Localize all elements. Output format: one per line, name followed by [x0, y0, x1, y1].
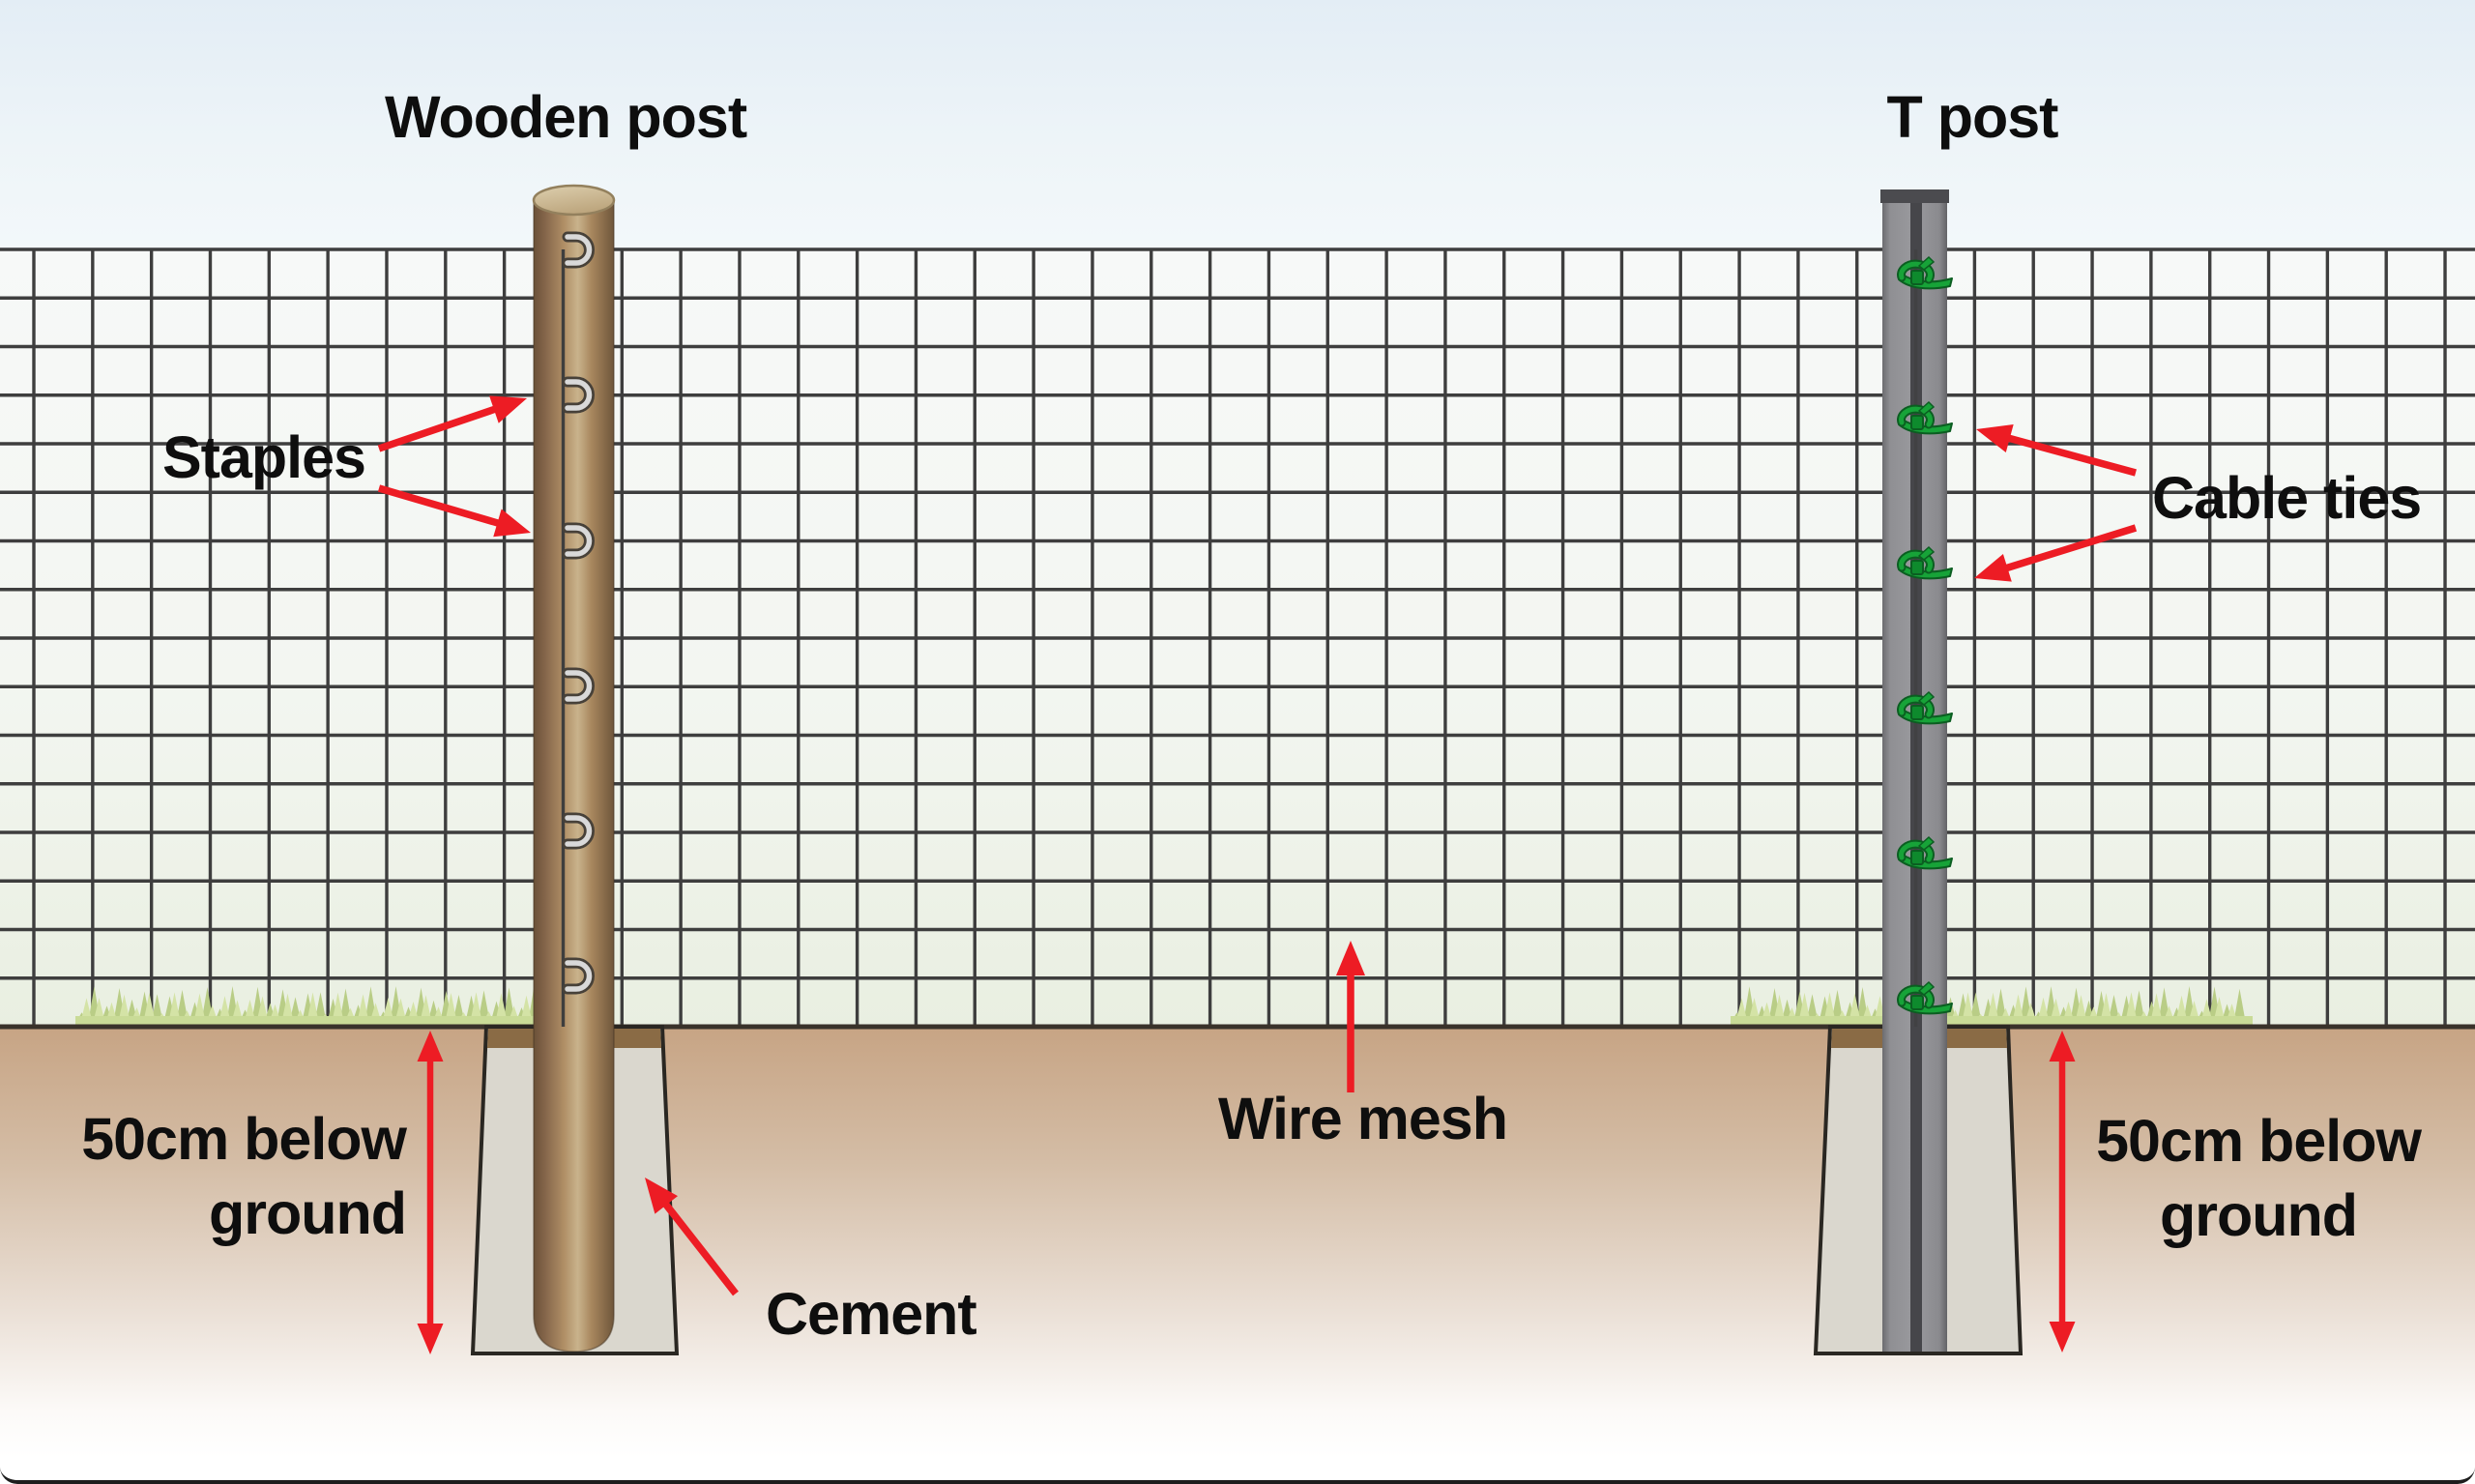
staple-metal — [565, 525, 593, 557]
cable-tie-tail — [1917, 545, 1936, 561]
depth-label-left-line2: ground — [208, 1180, 407, 1246]
cable-tie-buckle — [1910, 850, 1924, 865]
arrowhead — [1974, 553, 2012, 582]
cable-tie-tail — [1917, 400, 1936, 416]
t-post-top-cap — [1880, 189, 1949, 203]
cable-tie-tail — [1917, 255, 1936, 271]
cable-tie-icon — [1897, 835, 1953, 870]
staples-label: Staples — [162, 424, 366, 490]
grass-tuft — [1731, 986, 2253, 1027]
staple-metal — [565, 815, 593, 847]
cable-tie-tail — [1917, 835, 1936, 851]
cable-tie-buckle — [1910, 995, 1924, 1010]
cable-tie-buckle — [1910, 270, 1924, 285]
cable-tie-loop — [1899, 261, 1933, 282]
arrow-shaft — [1995, 524, 2138, 575]
cable-tie-loop — [1899, 986, 1933, 1007]
cement-arrow — [645, 1178, 739, 1296]
arrow-shaft — [1998, 432, 2137, 477]
cable-tie-loop — [1899, 841, 1933, 862]
t-post-title: T post — [1886, 84, 2059, 150]
depth-label-left: 50cm below ground — [39, 1102, 407, 1251]
cable-tie-loop — [1899, 406, 1933, 427]
depth-arrow-right — [2049, 1031, 2076, 1353]
cable-tie-icon — [1897, 980, 1953, 1015]
depth-label-right-line1: 50cm below — [2096, 1108, 2422, 1174]
staple-metal — [565, 234, 593, 266]
arrowhead — [1976, 424, 2014, 452]
arrowhead — [493, 509, 531, 538]
cable-tie-tail — [1917, 980, 1936, 996]
cable-ties-arrow-lower — [1974, 524, 2138, 582]
wire-mesh-label: Wire mesh — [1218, 1086, 1508, 1151]
wire-mesh-grid — [0, 247, 2475, 1027]
cable-tie-icon — [1897, 545, 1953, 580]
staple-metal — [565, 379, 593, 411]
grass-base — [1731, 1016, 2253, 1027]
cable-tie-buckle — [1910, 560, 1924, 575]
cable-tie-tail — [1917, 690, 1936, 706]
cement-label: Cement — [766, 1281, 977, 1347]
staple-metal — [565, 960, 593, 992]
staples-arrow-upper — [377, 395, 527, 452]
depth-label-right-line2: ground — [2159, 1182, 2358, 1248]
arrowhead — [2049, 1031, 2076, 1062]
cable-tie-loop — [1899, 696, 1933, 717]
wooden-post-body — [533, 199, 615, 1353]
staple-metal — [565, 670, 593, 702]
staple-icon — [562, 812, 595, 850]
arrowhead — [645, 1178, 679, 1214]
grass-tuft — [75, 986, 547, 1027]
staple-icon — [562, 957, 595, 995]
wooden-post — [532, 184, 616, 1353]
staple-icon — [562, 667, 595, 705]
depth-arrow-left — [417, 1031, 444, 1354]
arrowhead — [417, 1324, 444, 1354]
t-post — [1880, 189, 1949, 1352]
staples-arrow-lower — [377, 484, 531, 538]
arrow-shaft — [656, 1194, 739, 1296]
cable-tie-buckle — [1910, 415, 1924, 430]
depth-label-left-line1: 50cm below — [81, 1106, 407, 1172]
sky-background — [0, 0, 2475, 249]
arrowhead — [417, 1031, 444, 1062]
staple-icon — [562, 231, 595, 269]
grass-base — [75, 1016, 547, 1027]
staple-icon — [562, 522, 595, 560]
cable-tie-icon — [1897, 400, 1953, 435]
arrow-shaft — [377, 484, 509, 530]
depth-label-right: 50cm below ground — [2079, 1104, 2438, 1253]
cable-tie-icon — [1897, 255, 1953, 290]
ground-line — [0, 1024, 2475, 1030]
cable-tie-buckle — [1910, 705, 1924, 720]
arrowhead — [2049, 1322, 2076, 1353]
staple-icon — [562, 376, 595, 414]
arrowhead — [1336, 941, 1365, 975]
wire-mesh-arrow — [1336, 941, 1365, 1092]
cable-tie-icon — [1897, 690, 1953, 725]
cable-tie-loop — [1899, 551, 1933, 572]
arrow-shaft — [377, 402, 506, 452]
cable-ties-label: Cable ties — [2152, 465, 2422, 531]
arrowhead — [489, 395, 527, 423]
wooden-post-title: Wooden post — [385, 84, 747, 150]
cable-ties-arrow-upper — [1976, 424, 2137, 477]
wooden-post-top-cap — [532, 184, 616, 217]
